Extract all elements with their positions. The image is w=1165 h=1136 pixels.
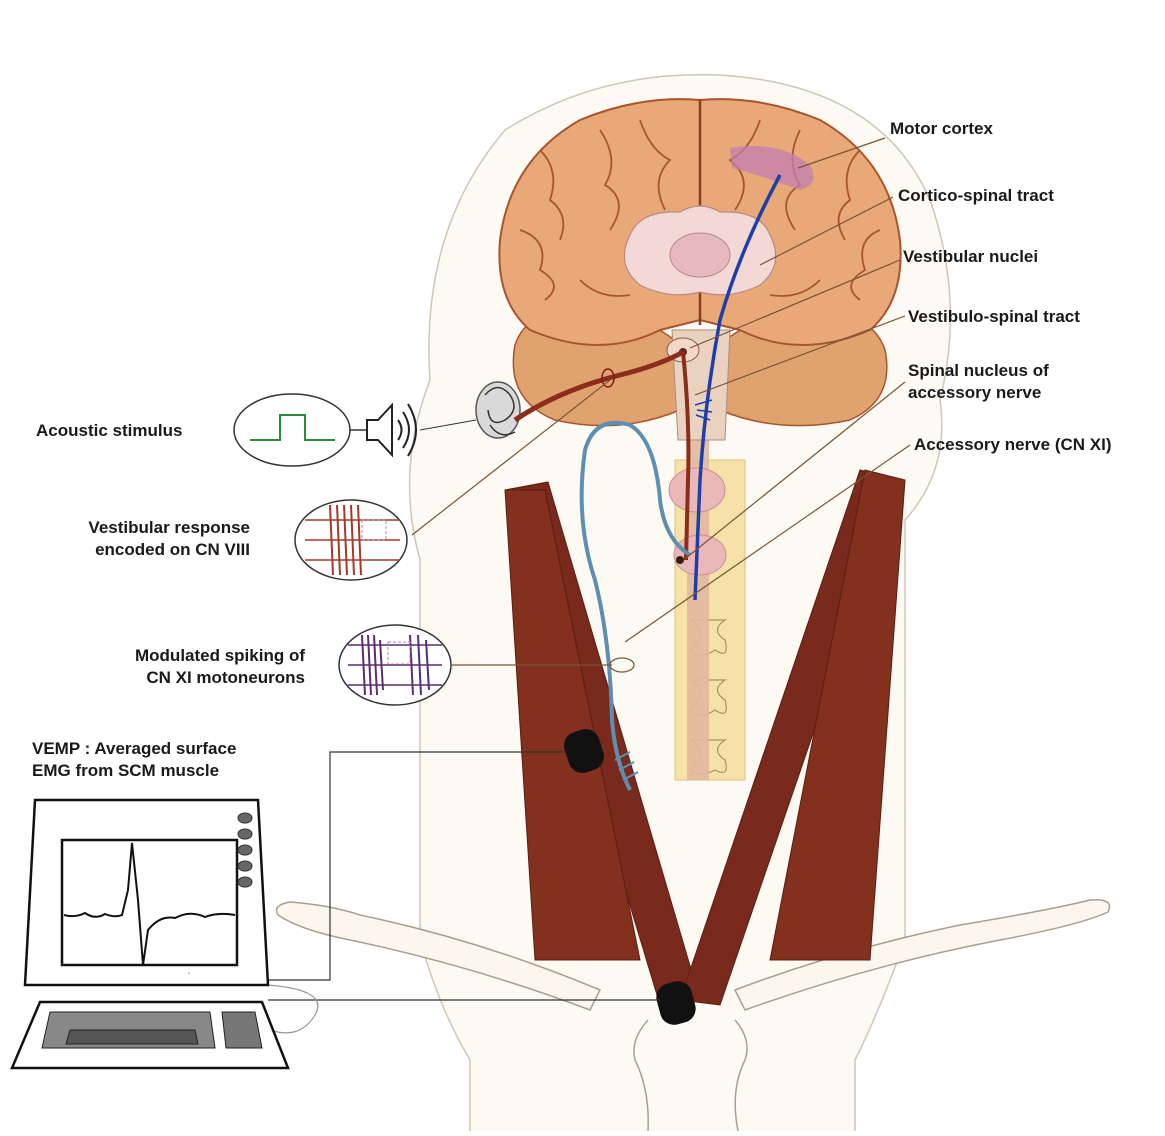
keyboard [12,1002,288,1068]
svg-text:▪: ▪ [188,971,190,977]
spinal-segment [669,468,725,512]
acoustic-stimulus-panel [234,394,366,466]
label-spinal-nucleus: Spinal nucleus of accessory nerve [908,360,1049,404]
monitor-cable [268,985,318,1033]
label-vestibular-response-line1: Vestibular response [60,517,250,539]
label-cortico-spinal-tract: Cortico-spinal tract [898,185,1054,207]
label-modulated-spiking: Modulated spiking of CN XI motoneurons [95,645,305,689]
label-vestibulo-spinal-tract: Vestibulo-spinal tract [908,306,1080,328]
label-acoustic-stimulus: Acoustic stimulus [36,420,182,442]
label-modulated-spiking-line2: CN XI motoneurons [95,667,305,689]
label-modulated-spiking-line1: Modulated spiking of [95,645,305,667]
spinal-segment-lower [674,535,726,575]
vestibular-response-panel [295,500,407,580]
label-vemp-line1: VEMP : Averaged surface [32,738,236,760]
label-spinal-nucleus-line2: accessory nerve [908,382,1049,404]
label-spinal-nucleus-line1: Spinal nucleus of [908,360,1049,382]
label-vestibular-response: Vestibular response encoded on CN VIII [60,517,250,561]
label-vemp: VEMP : Averaged surface EMG from SCM mus… [32,738,236,782]
label-accessory-nerve: Accessory nerve (CN XI) [914,434,1111,456]
label-motor-cortex: Motor cortex [890,118,993,140]
label-vemp-line2: EMG from SCM muscle [32,760,236,782]
label-vestibular-response-line2: encoded on CN VIII [60,539,250,561]
emg-monitor: ▪ [25,800,268,985]
modulated-spiking-panel [339,625,451,705]
cross-section-core [670,233,730,277]
inner-ear [476,382,520,438]
label-vestibular-nuclei: Vestibular nuclei [903,246,1038,268]
spinal-nucleus-dot [676,556,684,564]
speaker-icon [367,404,416,456]
